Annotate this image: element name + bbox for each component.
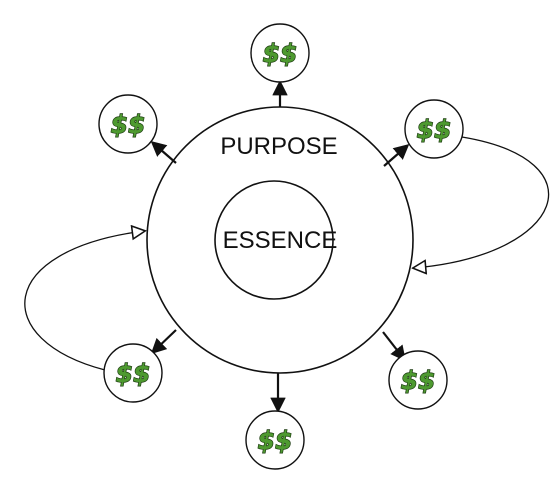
arrow-bottom-left: [150, 329, 177, 355]
dollar-sign-icon: $$: [258, 426, 293, 455]
arrow-top-left: [150, 140, 177, 164]
arrow-bottom-right: [382, 331, 406, 362]
feedback-loop-left: [24, 231, 144, 371]
essence-label: ESSENCE: [223, 227, 338, 254]
feedback-loop-right: [414, 136, 550, 268]
dollar-sign-icon: $$: [111, 110, 146, 139]
money-node-bottom-left: $$: [103, 343, 163, 403]
dollar-sign-icon: $$: [116, 359, 151, 388]
money-node-top: $$: [250, 23, 310, 83]
money-node-bottom-right: $$: [388, 350, 448, 410]
dollar-sign-icon: $$: [263, 39, 298, 68]
money-node-bottom: $$: [245, 410, 305, 470]
purpose-label: PURPOSE: [220, 133, 337, 160]
dollar-sign-icon: $$: [417, 115, 452, 144]
money-node-top-right: $$: [404, 99, 464, 159]
money-node-top-left: $$: [98, 94, 158, 154]
dollar-sign-icon: $$: [401, 366, 436, 395]
inner-circle-essence: [214, 180, 334, 300]
arrow-top-right: [383, 143, 410, 167]
